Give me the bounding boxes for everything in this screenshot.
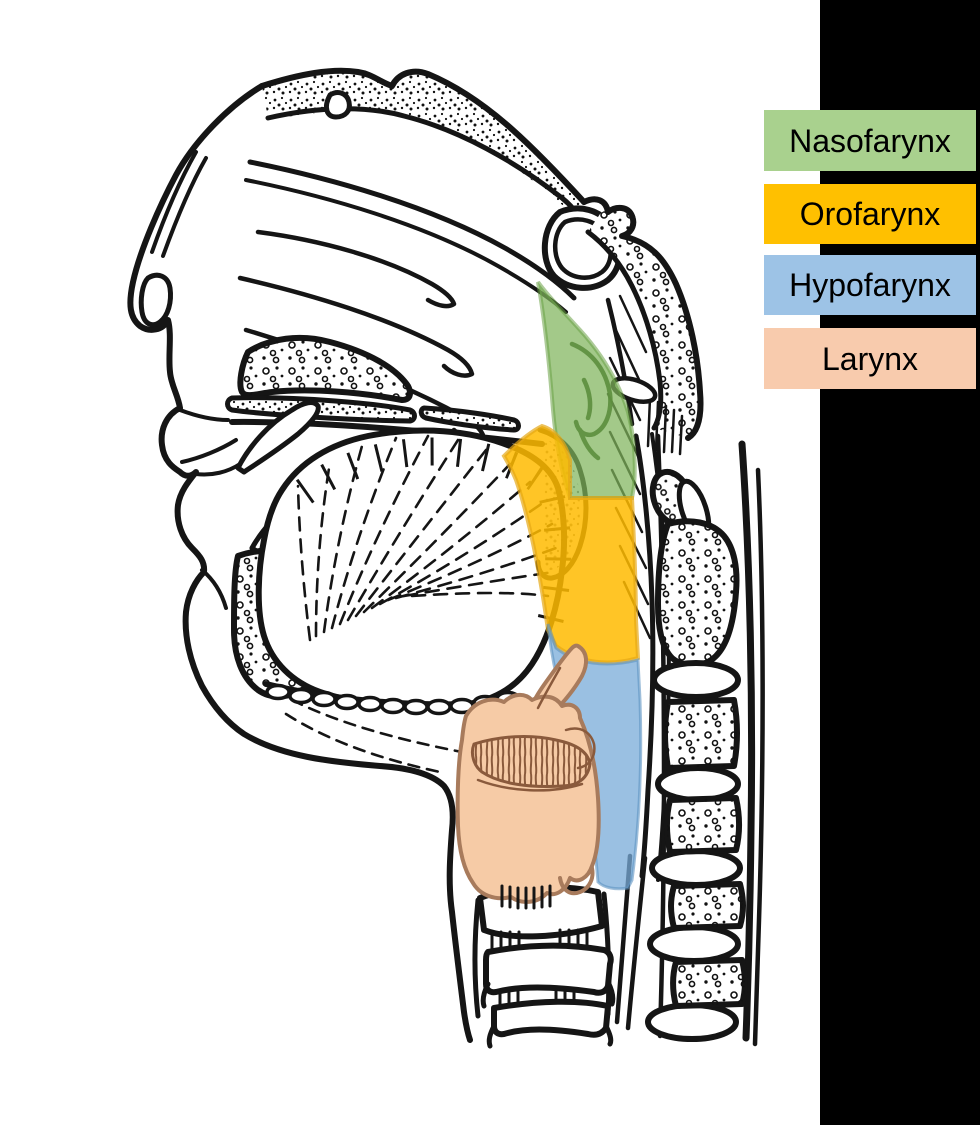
legend-item-hypopharynx: Hypofarynx [764, 255, 976, 315]
tracheal-ring [491, 998, 611, 1038]
genioglossus-lines [284, 698, 464, 774]
legend-item-oropharynx: Orofarynx [764, 184, 976, 244]
nostril [138, 272, 173, 328]
legend-item-larynx: Larynx [764, 328, 976, 389]
line-art [127, 67, 765, 1049]
legend-label: Larynx [821, 340, 919, 377]
frontal-bone-band [262, 70, 584, 223]
frontal-sinus [323, 90, 352, 120]
oropharynx-region [501, 423, 641, 665]
tongue-outline [255, 427, 568, 710]
tracheal-ring [483, 942, 614, 996]
torus-tubarius [569, 341, 613, 461]
legend-label: Hypofarynx [789, 267, 951, 303]
trachea [472, 884, 616, 1049]
face-profile-outline [127, 83, 473, 1043]
vertebral-column [645, 433, 765, 1047]
legend-item-nasopharynx: Nasofarynx [764, 110, 976, 171]
legend-label: Orofarynx [799, 196, 941, 232]
larynx-grain-texture [470, 735, 592, 788]
vertebral-bodies [662, 697, 748, 1009]
cricothyroid-fringe [500, 884, 552, 910]
thyroid-cartilage [455, 693, 601, 904]
legend-label: Nasofarynx [789, 122, 951, 159]
upper-incisor [235, 400, 321, 475]
larynx-structure [455, 643, 601, 910]
